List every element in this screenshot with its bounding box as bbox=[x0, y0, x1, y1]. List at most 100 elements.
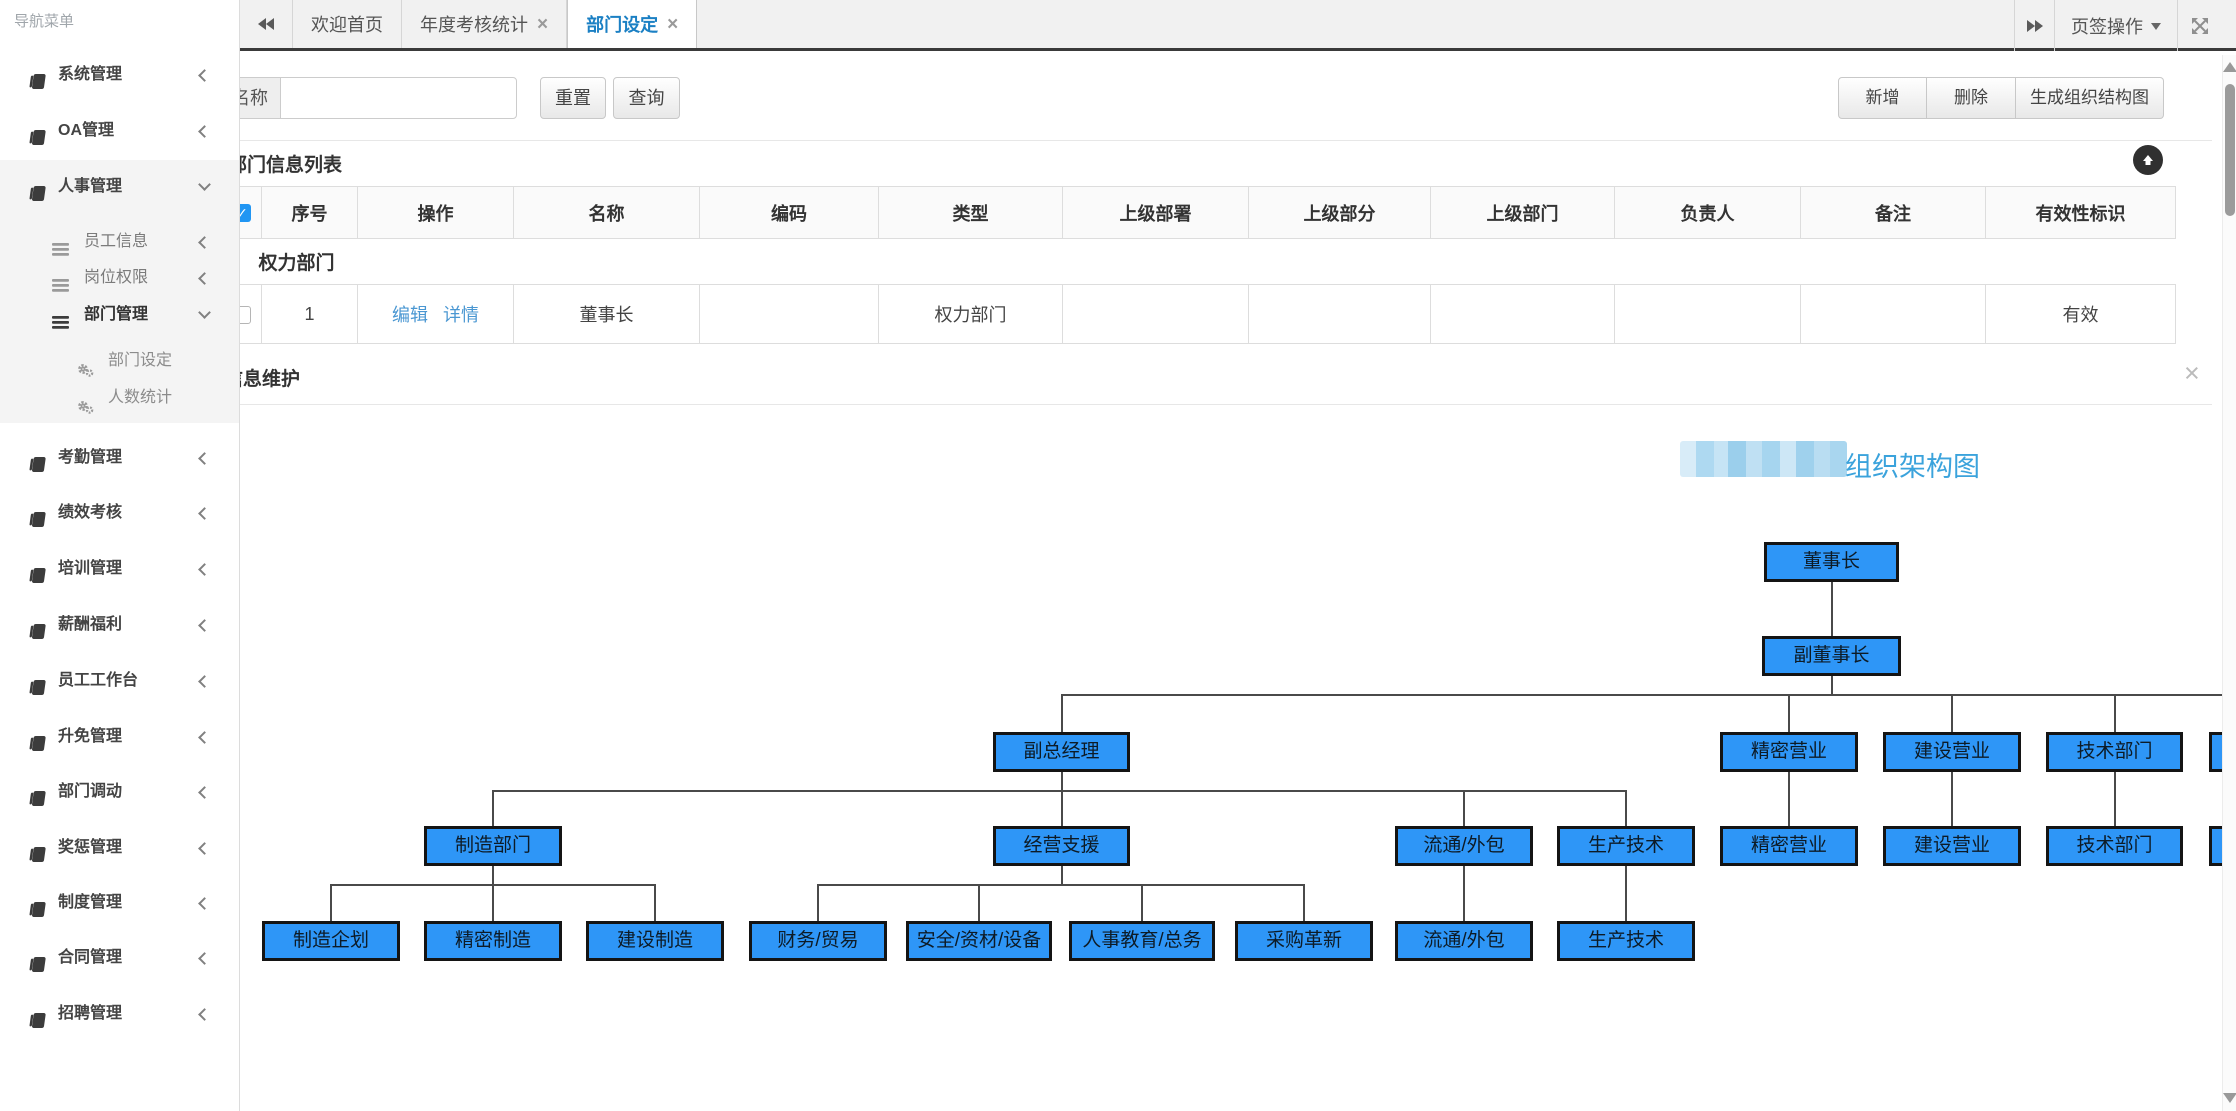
double-left-arrow-icon bbox=[266, 18, 274, 30]
org-node[interactable]: 副董事长 bbox=[1762, 636, 1901, 676]
column-header: 负责人 bbox=[1614, 186, 1801, 239]
org-node[interactable]: 建设营业 bbox=[1883, 732, 2021, 772]
gears-icon bbox=[76, 354, 95, 394]
sidebar-item-employee-info[interactable]: 员工信息 bbox=[0, 222, 239, 262]
org-node[interactable]: 技术部门 bbox=[2046, 826, 2183, 866]
column-header: 备注 bbox=[1800, 186, 1986, 239]
org-connector bbox=[492, 790, 494, 826]
department-table: ✓ 序号 操作 名称 编码 类型 上级部署 上级部分 上级部门 负责人 备注 有… bbox=[222, 186, 2176, 344]
add-button[interactable]: 新增 bbox=[1838, 77, 1927, 119]
panel-collapse-button[interactable] bbox=[2133, 145, 2163, 175]
tab-close-icon[interactable]: × bbox=[667, 13, 679, 35]
tabbar-right-controls: 页签操作 bbox=[2014, 0, 2236, 51]
column-header: 操作 bbox=[357, 186, 514, 239]
cell-seq: 1 bbox=[261, 284, 358, 344]
tab-department-setting[interactable]: 部门设定 × bbox=[567, 0, 698, 48]
sidebar-item-reward[interactable]: 奖惩管理 bbox=[0, 828, 239, 868]
org-connector bbox=[2113, 694, 2116, 732]
org-node[interactable]: 制造部门 bbox=[424, 826, 562, 866]
fullscreen-toggle-button[interactable] bbox=[2178, 0, 2222, 51]
org-node[interactable]: 精密营业 bbox=[1720, 826, 1858, 866]
sidebar-item-performance[interactable]: 绩效考核 bbox=[0, 493, 239, 533]
org-node[interactable]: 人事教育/总务 bbox=[1069, 921, 1215, 961]
scrollbar-thumb[interactable] bbox=[2225, 84, 2235, 216]
org-node[interactable]: 流通/外包 bbox=[1395, 921, 1533, 961]
org-connector bbox=[1951, 800, 1953, 826]
org-node[interactable]: 经营支援 bbox=[993, 826, 1130, 866]
tab-label: 年度考核统计 bbox=[420, 15, 528, 35]
sidebar-item-workbench[interactable]: 员工工作台 bbox=[0, 661, 239, 701]
sidebar-item-promotion[interactable]: 升免管理 bbox=[0, 717, 239, 757]
sidebar-item-contract[interactable]: 合同管理 bbox=[0, 938, 239, 978]
org-node[interactable]: 财务/贸易 bbox=[749, 921, 887, 961]
scroll-down-arrow[interactable] bbox=[2223, 1093, 2236, 1103]
book-icon bbox=[28, 839, 48, 879]
org-connector bbox=[1060, 694, 1063, 732]
org-node[interactable]: 技术部门 bbox=[2046, 732, 2183, 772]
query-button[interactable]: 查询 bbox=[613, 77, 680, 119]
cell-type: 权力部门 bbox=[878, 284, 1063, 344]
generate-org-chart-button[interactable]: 生成组织结构图 bbox=[2016, 77, 2164, 119]
org-node[interactable]: 生产技术 bbox=[1557, 921, 1695, 961]
tab-operations-dropdown[interactable]: 页签操作 bbox=[2054, 0, 2178, 51]
org-chart-title: 组织架构图 bbox=[1845, 452, 1980, 482]
edit-link[interactable]: 编辑 bbox=[391, 305, 428, 325]
org-node[interactable]: 生产技术 bbox=[1557, 826, 1695, 866]
org-connector bbox=[1951, 772, 1953, 800]
gears-icon bbox=[76, 391, 95, 431]
column-header: 序号 bbox=[261, 186, 358, 239]
sidebar-item-oa[interactable]: OA管理 bbox=[0, 111, 239, 151]
chevron-left-icon bbox=[198, 69, 211, 82]
search-input[interactable] bbox=[280, 77, 517, 119]
delete-button[interactable]: 删除 bbox=[1927, 77, 2016, 119]
sidebar-item-salary[interactable]: 薪酬福利 bbox=[0, 605, 239, 645]
list-icon bbox=[52, 233, 69, 273]
org-node[interactable]: 精密营业 bbox=[1720, 732, 1858, 772]
org-node[interactable]: 安全/资材/设备 bbox=[906, 921, 1052, 961]
scroll-up-arrow[interactable] bbox=[2223, 62, 2236, 72]
tabs-scroll-right-button[interactable] bbox=[2014, 0, 2054, 51]
org-connector bbox=[1951, 694, 1953, 732]
tabs-scroll-left-button[interactable] bbox=[240, 0, 293, 48]
sidebar-item-attendance[interactable]: 考勤管理 bbox=[0, 438, 239, 478]
sidebar-item-hr[interactable]: 人事管理 bbox=[0, 167, 239, 207]
org-node[interactable]: 建设制造 bbox=[586, 921, 724, 961]
org-node[interactable]: 副总经理 bbox=[993, 732, 1130, 772]
cell-sup-dept1 bbox=[1062, 284, 1249, 344]
sidebar-item-recruit[interactable]: 招聘管理 bbox=[0, 994, 239, 1034]
chevron-left-icon bbox=[198, 731, 211, 744]
org-node[interactable]: 采购革新 bbox=[1235, 921, 1373, 961]
org-node[interactable]: 董事长 bbox=[1764, 542, 1899, 582]
book-icon bbox=[28, 616, 48, 656]
org-node[interactable]: 精密制造 bbox=[424, 921, 562, 961]
tab-welcome[interactable]: 欢迎首页 bbox=[293, 0, 402, 48]
list-panel-title: 部门信息列表 bbox=[228, 155, 343, 176]
cell-code bbox=[699, 284, 879, 344]
detail-link[interactable]: 详情 bbox=[443, 305, 479, 325]
org-node[interactable]: 流通/外包 bbox=[1395, 826, 1533, 866]
book-icon bbox=[28, 728, 48, 768]
org-connector bbox=[1625, 790, 1627, 826]
tab-annual-assessment[interactable]: 年度考核统计 × bbox=[402, 0, 568, 48]
panel-close-icon[interactable]: × bbox=[2184, 358, 2200, 388]
divider bbox=[180, 404, 2212, 405]
sidebar-item-post-permission[interactable]: 岗位权限 bbox=[0, 258, 239, 298]
vertical-scrollbar[interactable] bbox=[2222, 55, 2236, 1111]
sidebar-item-transfer[interactable]: 部门调动 bbox=[0, 772, 239, 812]
sidebar-item-department-setting[interactable]: 部门设定 bbox=[0, 341, 239, 381]
reset-button[interactable]: 重置 bbox=[540, 77, 606, 119]
sidebar-item-rules[interactable]: 制度管理 bbox=[0, 883, 239, 923]
double-left-arrow-icon bbox=[258, 18, 266, 30]
sidebar-item-system[interactable]: 系统管理 bbox=[0, 55, 239, 95]
sidebar-item-headcount-stats[interactable]: 人数统计 bbox=[0, 378, 239, 418]
table-header-row: ✓ 序号 操作 名称 编码 类型 上级部署 上级部分 上级部门 负责人 备注 有… bbox=[222, 186, 2176, 239]
column-header: 上级部分 bbox=[1248, 186, 1431, 239]
org-node[interactable]: 制造企划 bbox=[262, 921, 400, 961]
sidebar-item-department-mgmt[interactable]: 部门管理 bbox=[0, 295, 239, 335]
column-header: 有效性标识 bbox=[1985, 186, 2176, 239]
caret-down-icon bbox=[2151, 22, 2161, 35]
org-connector bbox=[817, 884, 1305, 886]
org-node[interactable]: 建设营业 bbox=[1883, 826, 2021, 866]
sidebar-item-training[interactable]: 培训管理 bbox=[0, 549, 239, 589]
tab-close-icon[interactable]: × bbox=[537, 13, 549, 35]
